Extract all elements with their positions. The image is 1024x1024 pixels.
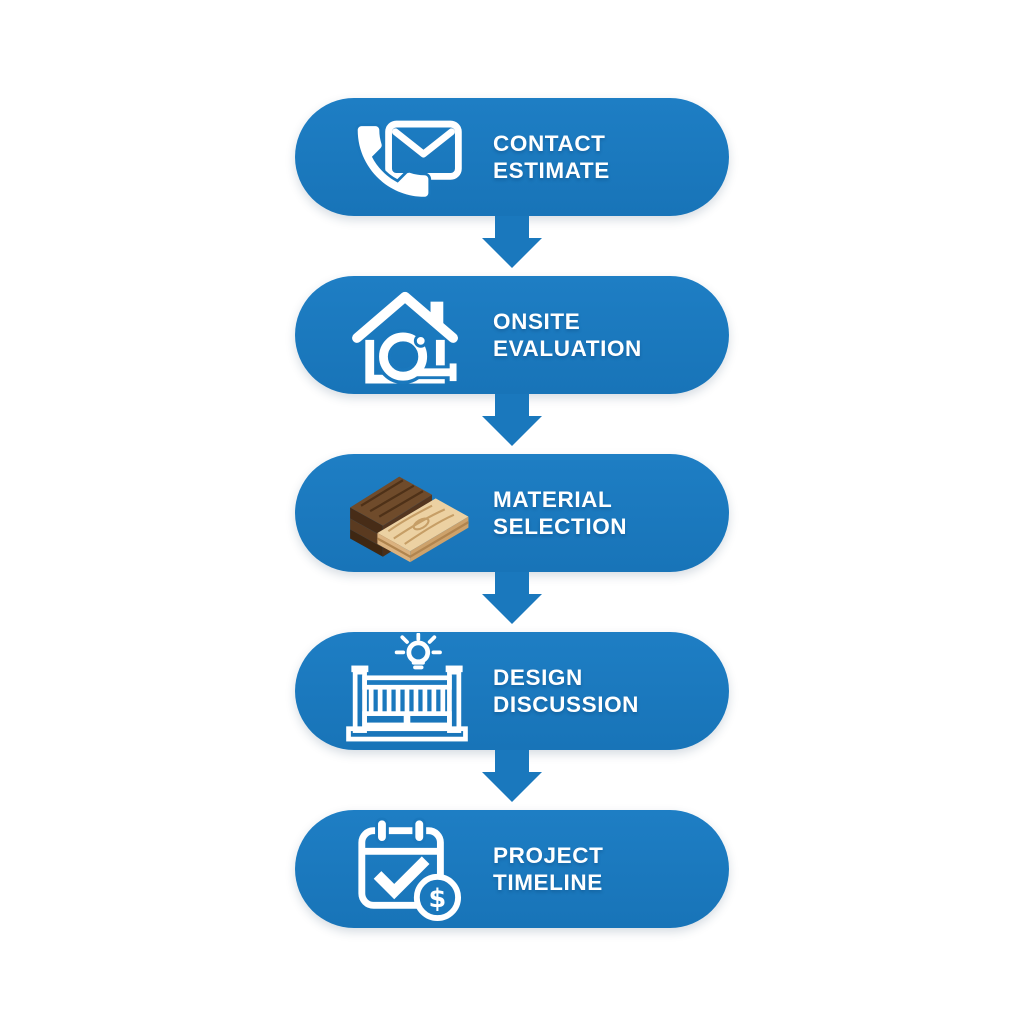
phone-handset-shape — [354, 123, 432, 200]
deck-railing-shape — [346, 665, 468, 742]
calendar-dollar-icon: $ — [358, 817, 462, 922]
step-pill-contact-estimate: CONTACT ESTIMATE — [295, 98, 729, 216]
step-pill-material-selection: MATERIAL SELECTION — [295, 454, 729, 572]
connector-gap — [476, 216, 548, 276]
step-icon-box — [341, 633, 473, 749]
house-measuring-tape-icon — [352, 291, 458, 385]
step-pill-onsite-evaluation: ONSITE EVALUATION — [295, 276, 729, 394]
step-label-line1: DESIGN — [493, 665, 583, 690]
down-arrow-icon — [482, 394, 542, 446]
step-label: PROJECT TIMELINE — [493, 842, 603, 896]
step-pill-project-timeline: $ PROJECT TIMELINE — [295, 810, 729, 928]
step-label: DESIGN DISCUSSION — [493, 664, 639, 718]
connector-gap — [476, 394, 548, 454]
step-icon-box — [341, 107, 473, 207]
step-label-line2: TIMELINE — [493, 870, 603, 895]
step-label-line1: CONTACT — [493, 131, 606, 156]
lightbulb-shape — [394, 633, 442, 670]
step-label-line2: SELECTION — [493, 514, 628, 539]
step-icon-box — [341, 284, 473, 386]
measuring-tape-shape — [375, 329, 458, 385]
down-arrow-icon — [482, 216, 542, 268]
process-flowchart: CONTACT ESTIMATE — [295, 98, 729, 928]
step-label-line2: ESTIMATE — [493, 158, 610, 183]
calendar-shape — [358, 817, 444, 909]
dollar-symbol: $ — [429, 884, 447, 914]
step-icon-box: $ — [341, 814, 473, 924]
railing-lightbulb-icon — [346, 633, 468, 742]
step-label-line1: PROJECT — [493, 843, 604, 868]
checkmark-shape — [373, 856, 430, 900]
step-label: ONSITE EVALUATION — [493, 308, 642, 362]
step-label: MATERIAL SELECTION — [493, 486, 627, 540]
light-wood-plank — [376, 498, 470, 563]
dollar-coin-shape: $ — [413, 873, 462, 922]
step-label-line1: ONSITE — [493, 309, 581, 334]
step-label-line1: MATERIAL — [493, 487, 613, 512]
connector-gap — [476, 750, 548, 810]
wood-planks-icon — [350, 476, 470, 563]
step-label: CONTACT ESTIMATE — [493, 130, 610, 184]
envelope-shape — [385, 120, 462, 180]
down-arrow-icon — [482, 750, 542, 802]
step-label-line2: EVALUATION — [493, 336, 642, 361]
step-pill-design-discussion: DESIGN DISCUSSION — [295, 632, 729, 750]
down-arrow-icon — [482, 572, 542, 624]
connector-gap — [476, 572, 548, 632]
step-label-line2: DISCUSSION — [493, 692, 640, 717]
phone-envelope-icon — [354, 120, 462, 200]
step-icon-box — [341, 458, 473, 568]
